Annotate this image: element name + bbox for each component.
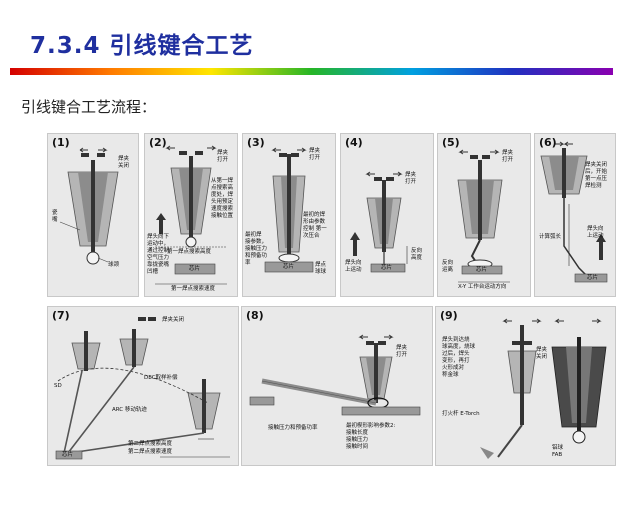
e-torch-note: 打火杆 E-Torch [442,411,480,417]
clamp-closed-check-note: 焊夹关闭 后，开始 第一点压 焊检测 [585,162,608,189]
head-up-note: 焊头向 上运动 [587,226,604,239]
step-label: (1) [52,136,70,149]
clamp-open-note: 焊夹 打开 [309,148,321,161]
step-panel-3: (3) 焊夹 打开 最初的焊 形由参数 控制 第一 次压合 最初焊 接参数， 接… [242,133,336,297]
step-label: (7) [52,309,70,322]
fab-note: 铝球 FAB [552,445,564,458]
step-panel-4: (4) 焊夹 打开 焊头向 上运动 反向 高度 芯片 [340,133,434,297]
search-speed-note: 第一焊点搜索速度 [171,286,216,292]
step-panel-6: (6) 焊夹关闭 后，开始 第一点压 焊检测 焊头向 上运动 计算弧长 芯片 [534,133,616,297]
reverse-height-note: 反向 高度 [411,248,423,261]
clamp-open-note: 焊夹 打开 [217,150,229,163]
step-7-illustration [55,317,230,460]
step-8-illustration [249,334,421,416]
arc-trajectory-note: ARC 移动轨迹 [112,407,147,413]
title-divider [10,68,613,75]
flame-off-height-note: 焊头到达烧 球高度，烧球 过后，焊头 变形，再打 火形成对 称金球 [442,337,476,378]
dec-compensation-note: DEC取样补偿 [144,375,178,381]
clamp-closed-note: 焊夹 关闭 [536,347,548,360]
step-label: (5) [442,136,460,149]
chip-label: 芯片 [283,264,295,270]
bonded-ball-note: 焊点 球球 [315,262,327,275]
step-4-illustration [350,171,408,273]
step-9-illustration [480,318,607,459]
search-height-note: 第一焊点搜索高度 [167,249,212,255]
clamp-open-note: 焊夹 打开 [405,172,417,185]
chip-label: 芯片 [476,267,488,273]
step-panel-8: (8) 焊夹 打开 接触压力和预备功率 最初楔形影响参数2: 接触长度 接触压力… [241,306,433,466]
step-panel-9: (9) 焊头到达烧 球高度，烧球 过后，焊头 变形，再打 火形成对 称金球 焊夹… [435,306,616,466]
step-panel-1: (1) 焊夹 关闭 瓷 嘴 球颈 [47,133,139,297]
page-title: 7.3.4 引线键合工艺 [30,33,254,59]
section-subtitle: 引线键合工艺流程： [21,98,157,116]
step-3-illustration [264,147,314,273]
second-search-speed-note: 第二焊点搜索速度 [128,449,173,455]
capillary-note: 瓷 嘴 [52,210,58,223]
reverse-away-note: 反向 运离 [442,260,454,273]
xy-table-direction-note: X-Y 工作台运动方向 [458,284,507,290]
sd-label: SD [54,383,62,389]
step-panel-2: (2) 焊夹 打开 从第一焊 点搜索高 度处，焊 头用预定 速度搜索 接触位置 … [144,133,238,297]
step-label: (6) [539,136,557,149]
clamp-open-note: 焊夹 打开 [502,150,514,163]
chip-label: 芯片 [189,266,201,272]
contact-power-note: 接触压力和预备功率 [268,425,318,431]
chip-label: 芯片 [587,275,599,281]
step-label: (4) [345,136,363,149]
initial-form-note: 最初的焊 形由参数 控制 第一 次压合 [303,212,327,239]
search-position-note: 从第一焊 点搜索高 度处，焊 头用预定 速度搜索 接触位置 [211,178,234,219]
head-up-note: 焊头向 上运动 [345,260,362,273]
contact-params-note: 最初焊 接参数， 接触压力 和预备功 率 [245,232,268,266]
clamp-closed-note: 焊夹关闭 [162,317,185,323]
step-panel-5: (5) 焊夹 打开 反向 运离 芯片 X-Y 工作台运动方向 [437,133,531,297]
step-panel-7: (7) 焊夹关闭 SD DEC取样补偿 ARC 移动轨迹 第二焊点搜索高度 第二… [47,306,239,466]
ball-neck-note: 球颈 [108,262,120,268]
step-5-illustration [457,149,510,283]
step-label: (9) [440,309,458,322]
wedge-params-note: 最初楔形影响参数2: 接触长度 接触压力 接触时间 [346,423,396,450]
chip-label: 芯片 [62,452,74,458]
step-1-illustration [59,147,119,265]
step-label: (3) [247,136,265,149]
step-2-illustration [155,145,227,285]
step-label: (8) [246,309,264,322]
step-6-illustration [540,141,608,283]
chip-label: 芯片 [381,265,393,271]
clamp-open-note: 焊夹 打开 [396,345,408,358]
step-label: (2) [149,136,167,149]
arc-length-note: 计算弧长 [539,234,562,240]
second-search-height-note: 第二焊点搜索高度 [128,441,173,447]
head-down-note: 焊头向下 运动中， 通过控制 空气压力 靠拢瓷嘴 凹槽 [147,234,170,275]
clamp-closed-note: 焊夹 关闭 [118,156,130,169]
